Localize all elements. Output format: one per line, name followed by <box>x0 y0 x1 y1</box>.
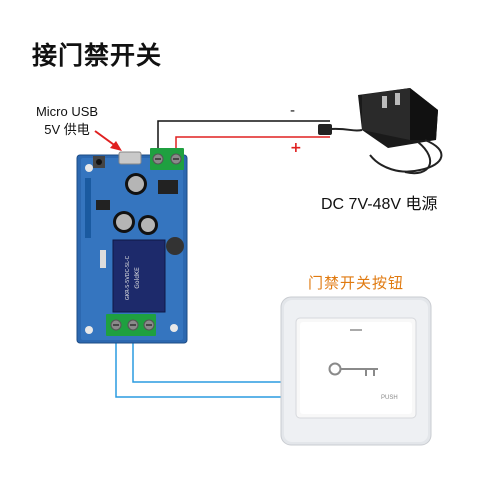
chip <box>158 180 178 194</box>
mount-hole <box>85 326 93 334</box>
power-adapter <box>318 88 443 175</box>
chip <box>96 200 110 210</box>
usb-arrow <box>94 130 122 151</box>
key-icon <box>328 362 378 376</box>
mount-hole <box>85 164 93 172</box>
relay-model: GKR-S-5VDC-SL-C <box>125 255 131 300</box>
push-text: PUSH <box>381 395 398 401</box>
door-button-panel <box>280 296 432 446</box>
relay-brand: GoldKE <box>134 267 141 289</box>
power-supply-label: DC 7V-48V 电源 <box>321 196 438 213</box>
power-terminal <box>150 148 184 170</box>
negative-wire <box>157 120 330 158</box>
smd-parts <box>100 250 106 268</box>
capacitor <box>138 215 158 235</box>
micro-usb-label-line2: 5V 供电 <box>44 122 90 137</box>
relay <box>112 239 166 313</box>
relay-board: GoldKE GKR-S-5VDC-SL-C <box>76 148 188 344</box>
signal-wire-1 <box>115 332 314 398</box>
capacitor <box>113 211 135 233</box>
page-title: 接门禁开关 <box>32 41 163 70</box>
micro-usb-label-line1: Micro USB <box>35 104 99 119</box>
micro-usb-port <box>118 151 142 165</box>
capacitor <box>125 173 147 195</box>
inductor <box>166 237 184 255</box>
positive-wire <box>175 136 330 158</box>
door-button-label: 门禁开关按钮 <box>308 274 405 292</box>
mount-hole <box>170 324 178 332</box>
negative-wire-label: - <box>290 103 296 119</box>
micro-usb-label: Micro USB 5V 供电 <box>26 103 108 139</box>
positive-wire-label: + <box>290 140 302 156</box>
signal-wire-2 <box>132 332 314 383</box>
